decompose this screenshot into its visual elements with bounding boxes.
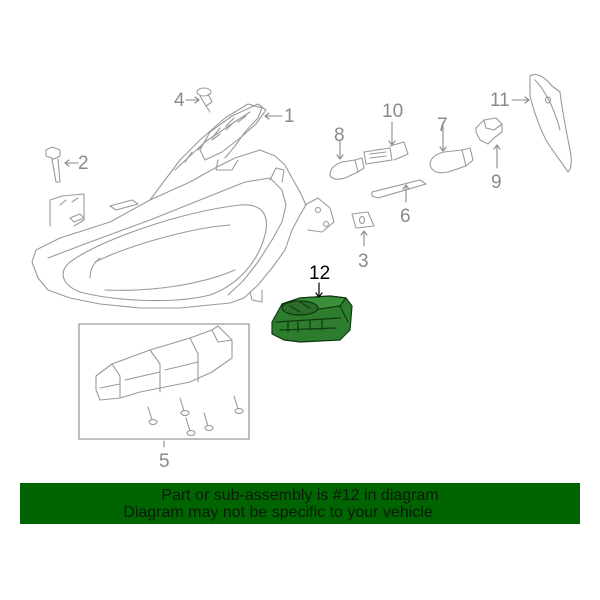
callout-2: 2: [78, 153, 89, 174]
part-5-box: [78, 323, 250, 440]
callout-8: 8: [334, 125, 345, 146]
banner-line-1: Part or sub-assembly is #12 in diagram: [161, 487, 439, 504]
part-12-highlight: [271, 295, 353, 343]
callout-7: 7: [437, 115, 448, 136]
part-2-bolt: [45, 146, 61, 183]
banner-line-2: Diagram may not be specific to your vehi…: [123, 504, 433, 521]
part-4-pushpin: [196, 87, 213, 113]
part-6-strip: [371, 179, 427, 199]
part-7-bulb: [429, 147, 474, 174]
callout-11: 11: [490, 90, 510, 111]
callout-5: 5: [159, 451, 170, 472]
headlamp-housing: [31, 103, 335, 309]
part-8-bulb: [329, 157, 365, 180]
callout-6: 6: [400, 206, 411, 227]
leader-line-12: [315, 282, 323, 298]
leader-lines: [64, 96, 530, 448]
callout-3: 3: [358, 251, 369, 272]
callout-1: 1: [284, 106, 295, 127]
callout-12: 12: [309, 263, 331, 284]
callout-10: 10: [382, 101, 404, 122]
part-1-bracket: [199, 103, 267, 161]
part-3-clip: [351, 211, 375, 229]
callout-9: 9: [491, 172, 502, 193]
info-banner: Part or sub-assembly is #12 in diagram D…: [20, 483, 580, 524]
callout-4: 4: [174, 90, 185, 111]
part-10-socket: [363, 141, 409, 165]
part-11-shield: [529, 73, 572, 173]
part-9-socket: [475, 117, 503, 145]
